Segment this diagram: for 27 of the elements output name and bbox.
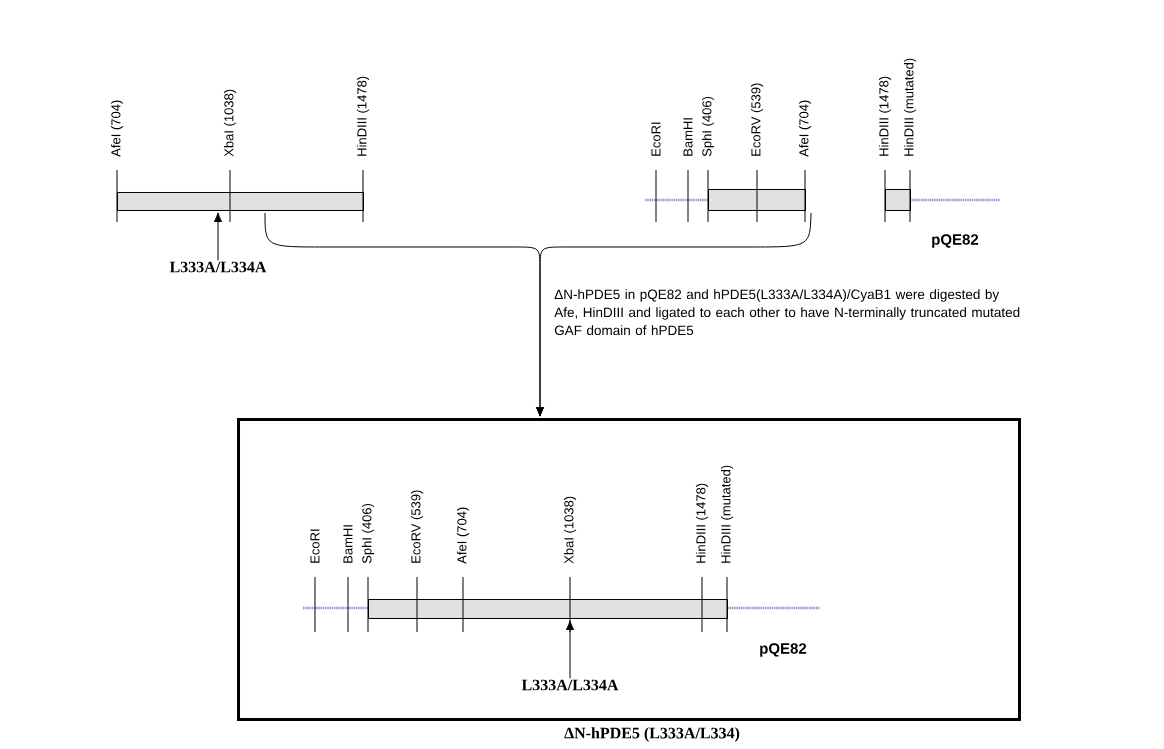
edge-label: ΔN-hPDE5 in pQE82 and hPDE5(L333A/L334A)/CyaB1 were digested by Afe, HinDIII and ligated to each other to have N-terminally truncated mutated GAF domain of hPDE5 [554,289,1020,336]
merge-arrow [535,212,812,417]
site-label: HinDIII (mutated) [720,465,734,563]
vector-label: pQE82 [760,643,807,657]
construct-frame [237,418,1021,721]
construct-caption: ΔN-hPDE5 (L333A/L334) [564,727,740,742]
insert-bar [117,192,364,211]
insert-bar [368,599,728,619]
mutation-label: L333A/L334A [521,679,619,691]
site-label: AfeI (704) [798,100,812,157]
site-label: EcoRV (539) [750,83,764,156]
site-label: EcoRI [310,529,320,563]
site-label: XbaI (1038) [563,496,577,564]
site-label: EcoRV (539) [410,490,424,563]
site-label: EcoRI [651,122,661,156]
site-label: XbaI (1038) [223,89,237,157]
site-label: AfeI (704) [456,507,470,564]
mutation-arrow [565,620,575,679]
site-label: SphI (406) [701,96,715,157]
vector-label: pQE82 [932,234,979,248]
site-label: HinDIII (1478) [695,483,709,563]
mutation-arrow [213,212,223,261]
site-label: HinDIII (mutated) [903,58,917,156]
mutation-label: L333A/L334A [169,261,267,273]
site-label: HinDIII (1478) [356,76,370,156]
insert-bar [708,189,806,211]
site-label: SphI (406) [361,503,375,564]
